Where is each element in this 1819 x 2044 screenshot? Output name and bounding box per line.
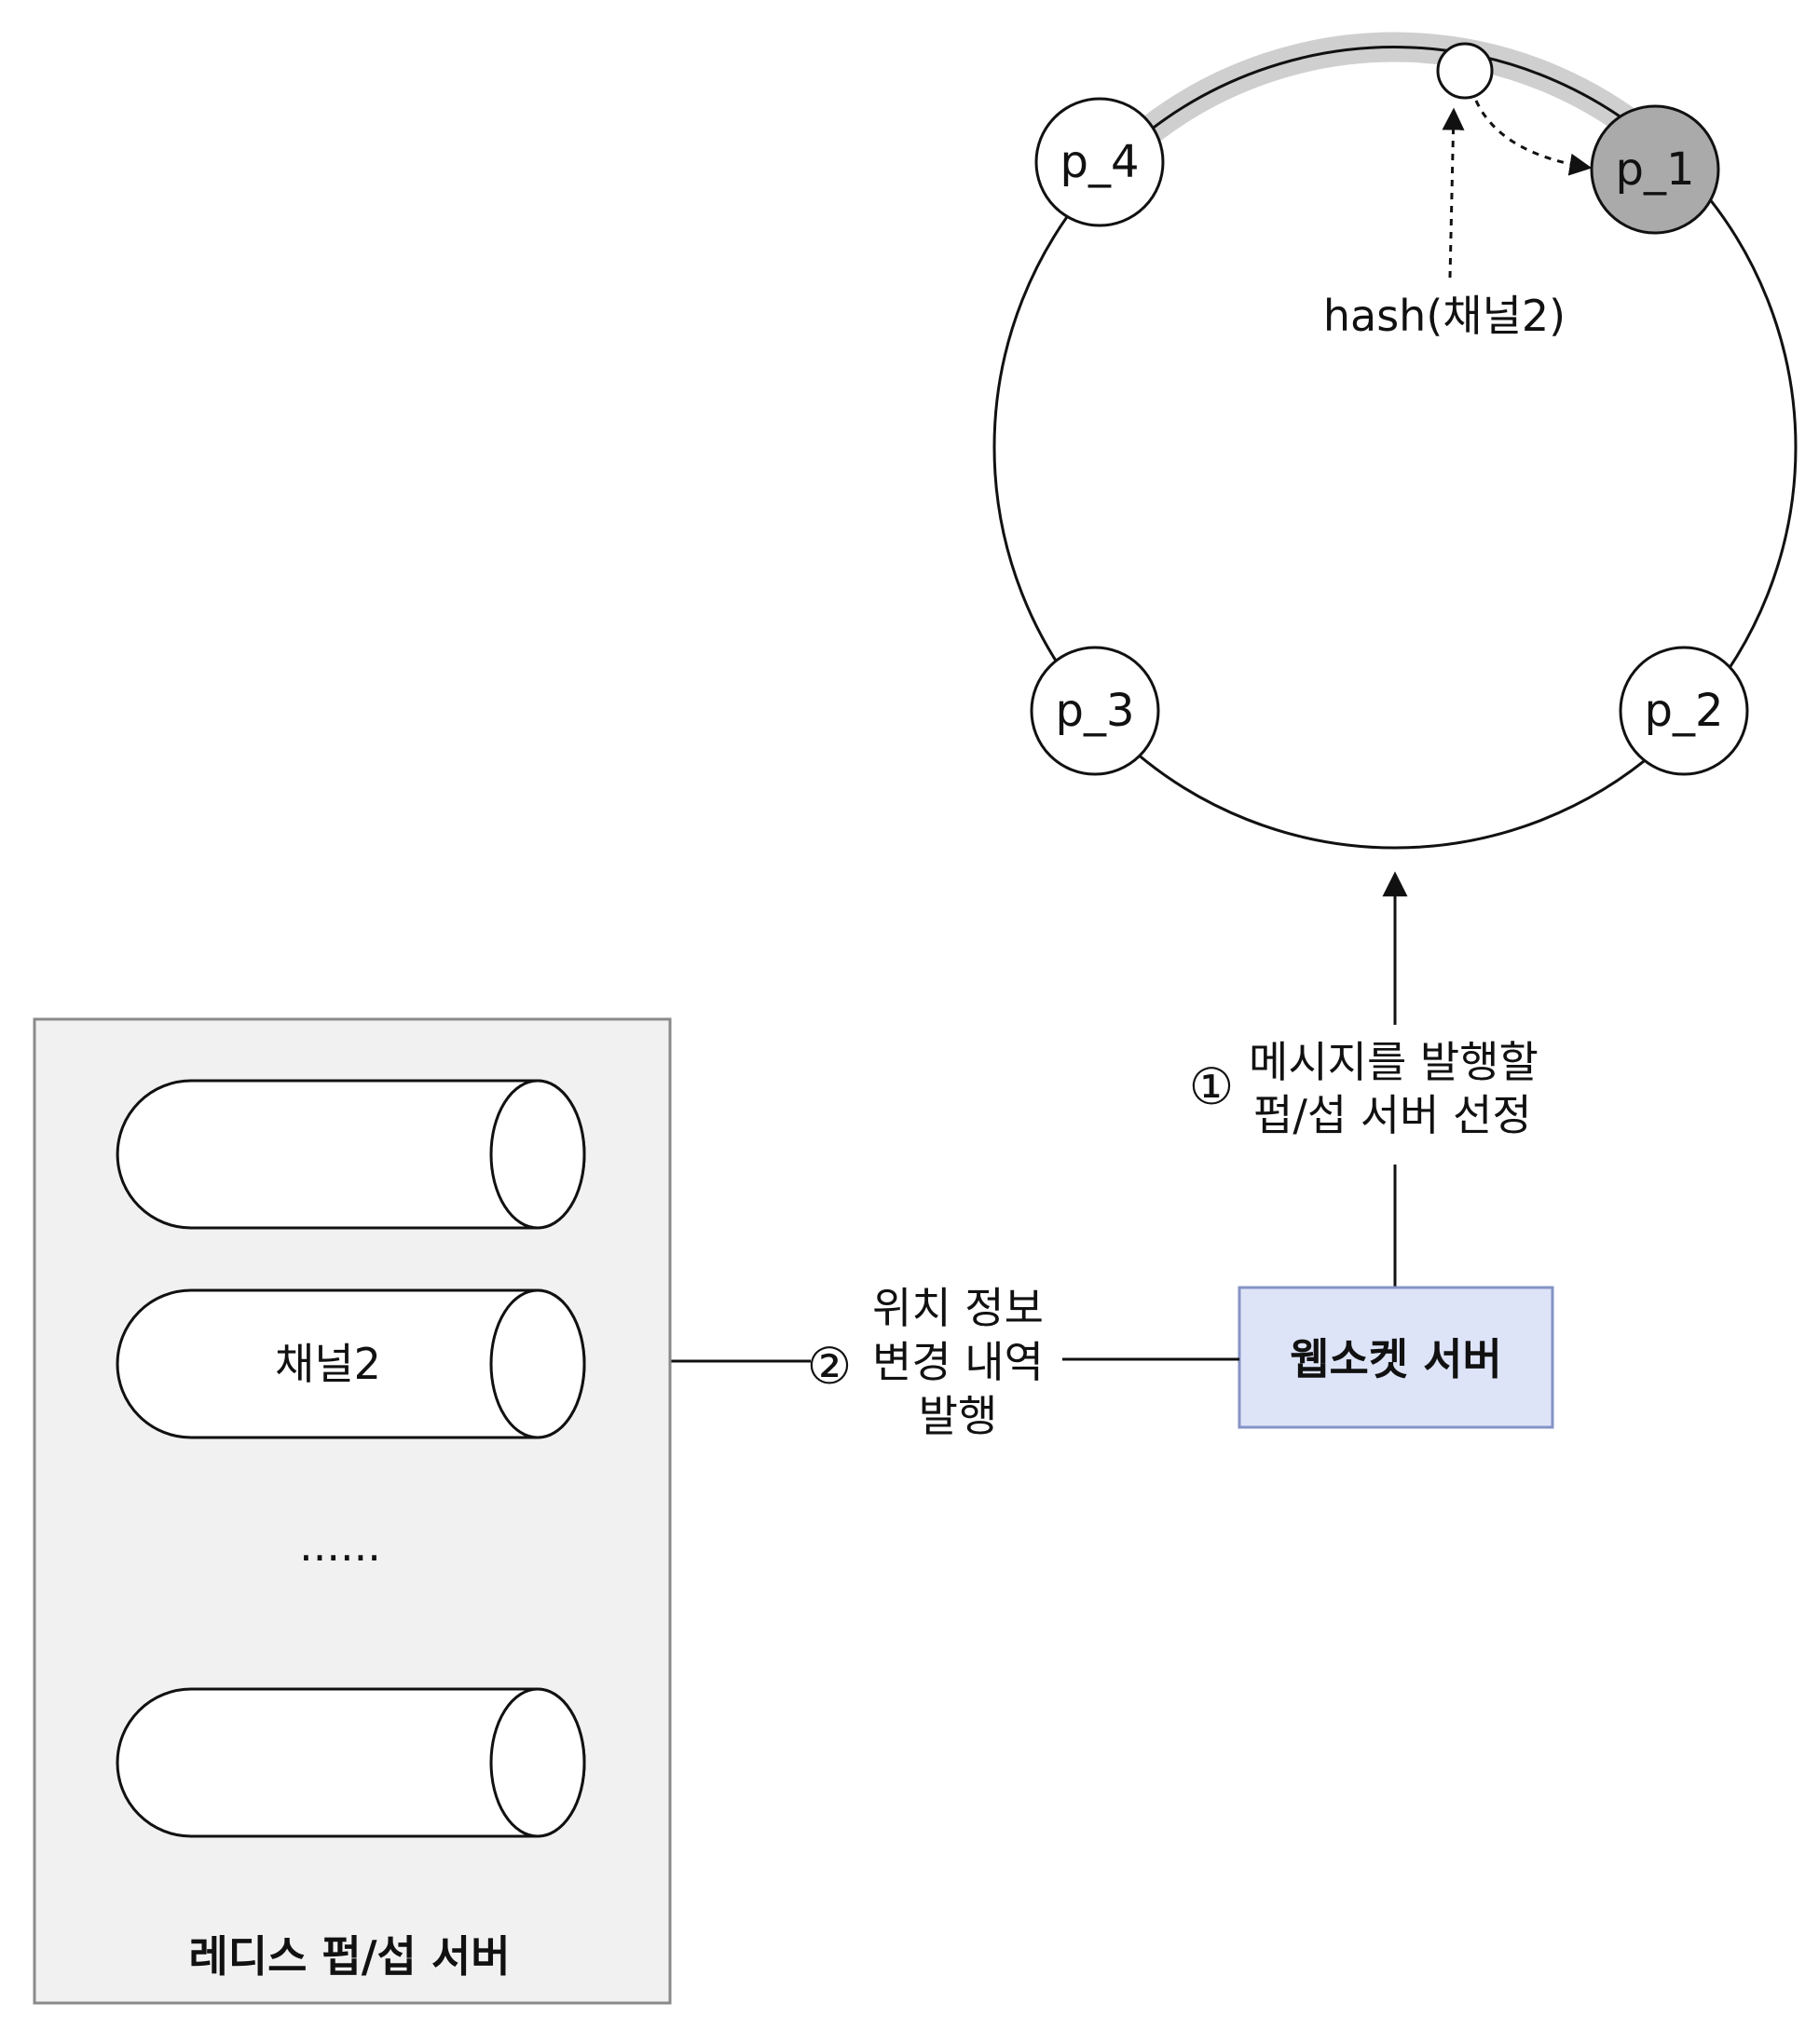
hash-label: hash(채널2) — [1323, 291, 1566, 341]
node-p1: p_1 — [1590, 104, 1720, 235]
channel-cylinder — [116, 1687, 586, 1838]
svg-text:p_2: p_2 — [1644, 685, 1723, 737]
redis-server-title: 레디스 펍/섭 서버 — [188, 1931, 510, 1982]
svg-text:p_3: p_3 — [1055, 685, 1134, 737]
assign-arrow — [1474, 100, 1593, 176]
hash-point — [1436, 42, 1494, 100]
step1-marker: ① — [1189, 1057, 1234, 1116]
step2-line3: 발행 — [919, 1391, 998, 1441]
svg-text:p_1: p_1 — [1615, 143, 1694, 196]
hash-ring: hash(채널2) p_1 p_2 p_3 p_4 — [992, 32, 1798, 850]
step1-line2: 펍/섭 서버 선정 — [1253, 1090, 1532, 1140]
step2-marker: ② — [807, 1337, 852, 1396]
node-p4: p_4 — [1034, 97, 1165, 227]
ring-arc-overlay — [1135, 46, 1675, 162]
channels-ellipsis: ...... — [299, 1520, 381, 1571]
channel2-label: 채널2 — [275, 1339, 381, 1389]
node-p2: p_2 — [1619, 646, 1749, 776]
step2-line1: 위치 정보 — [872, 1283, 1044, 1333]
channel-cylinder — [116, 1079, 586, 1230]
step1-line1: 메시지를 발행할 — [1249, 1037, 1539, 1087]
node-p3: p_3 — [1030, 646, 1160, 776]
step2-line2: 변경 내역 — [872, 1337, 1044, 1387]
channel2-cylinder: 채널2 — [116, 1288, 586, 1439]
websocket-server-label: 웹소켓 서버 — [1290, 1334, 1502, 1384]
redis-pubsub-server: 채널2 ...... 레디스 펍/섭 서버 — [33, 1017, 672, 2005]
highlighted-range-arc — [1121, 32, 1689, 176]
step2-label: ② 위치 정보 변경 내역 발행 — [807, 1283, 1044, 1441]
svg-text:p_4: p_4 — [1060, 136, 1139, 188]
websocket-server: 웹소켓 서버 — [1238, 1286, 1554, 1429]
hash-arrow — [1442, 107, 1465, 279]
step1-label: ① 메시지를 발행할 펍/섭 서버 선정 — [1189, 1037, 1539, 1140]
